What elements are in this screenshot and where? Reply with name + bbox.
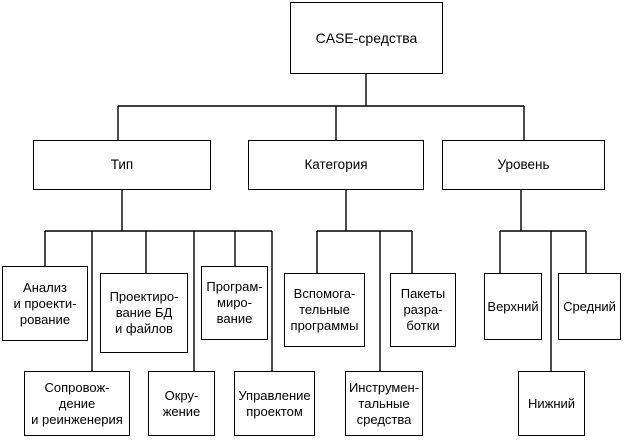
category-node-level: Уровень — [442, 140, 605, 190]
root-node-case-tools: CASE-средства — [290, 2, 443, 74]
leaf-label: Сопровож- дение и реинженерия — [31, 379, 123, 427]
leaf-node-auxiliary-programs: Вспомога- тельные программы — [284, 273, 365, 347]
leaf-node-environment: Окру- жение — [148, 371, 215, 436]
leaf-node-project-management: Управление проектом — [234, 371, 315, 436]
leaf-node-upper: Верхний — [484, 273, 542, 340]
leaf-label: Управление проектом — [238, 387, 311, 419]
leaf-node-maintenance-reengineering: Сопровож- дение и реинженерия — [24, 371, 130, 436]
leaf-label: Верхний — [487, 298, 539, 314]
leaf-node-analysis-design: Анализ и проекти- рование — [2, 266, 88, 341]
leaf-node-programming: Програм- миро- вание — [201, 266, 268, 340]
leaf-label: Вспомога- тельные программы — [290, 286, 359, 333]
leaf-label: Средний — [563, 298, 616, 314]
category-node-category: Категория — [248, 140, 424, 190]
leaf-node-db-file-design: Проектиро- вание БД и файлов — [100, 273, 188, 353]
leaf-node-middle: Средний — [558, 273, 621, 340]
category-label: Тип — [110, 157, 134, 172]
root-label: CASE-средства — [315, 30, 418, 46]
leaf-node-development-packages: Пакеты разра- ботки — [390, 273, 456, 347]
leaf-label: Пакеты разра- ботки — [400, 286, 446, 333]
category-node-type: Тип — [33, 140, 211, 190]
leaf-label: Инструмен- тальные средства — [348, 379, 420, 427]
leaf-label: Проектиро- вание БД и файлов — [109, 289, 179, 336]
leaf-label: Окру- жение — [162, 387, 201, 419]
leaf-label: Анализ и проекти- рование — [13, 279, 77, 327]
leaf-node-instrumental-tools: Инструмен- тальные средства — [345, 371, 423, 436]
category-label: Категория — [304, 157, 368, 172]
leaf-node-lower: Нижний — [518, 371, 585, 436]
leaf-label: Нижний — [527, 395, 576, 411]
leaf-label: Програм- миро- вание — [206, 279, 263, 326]
category-label: Уровень — [497, 157, 550, 172]
